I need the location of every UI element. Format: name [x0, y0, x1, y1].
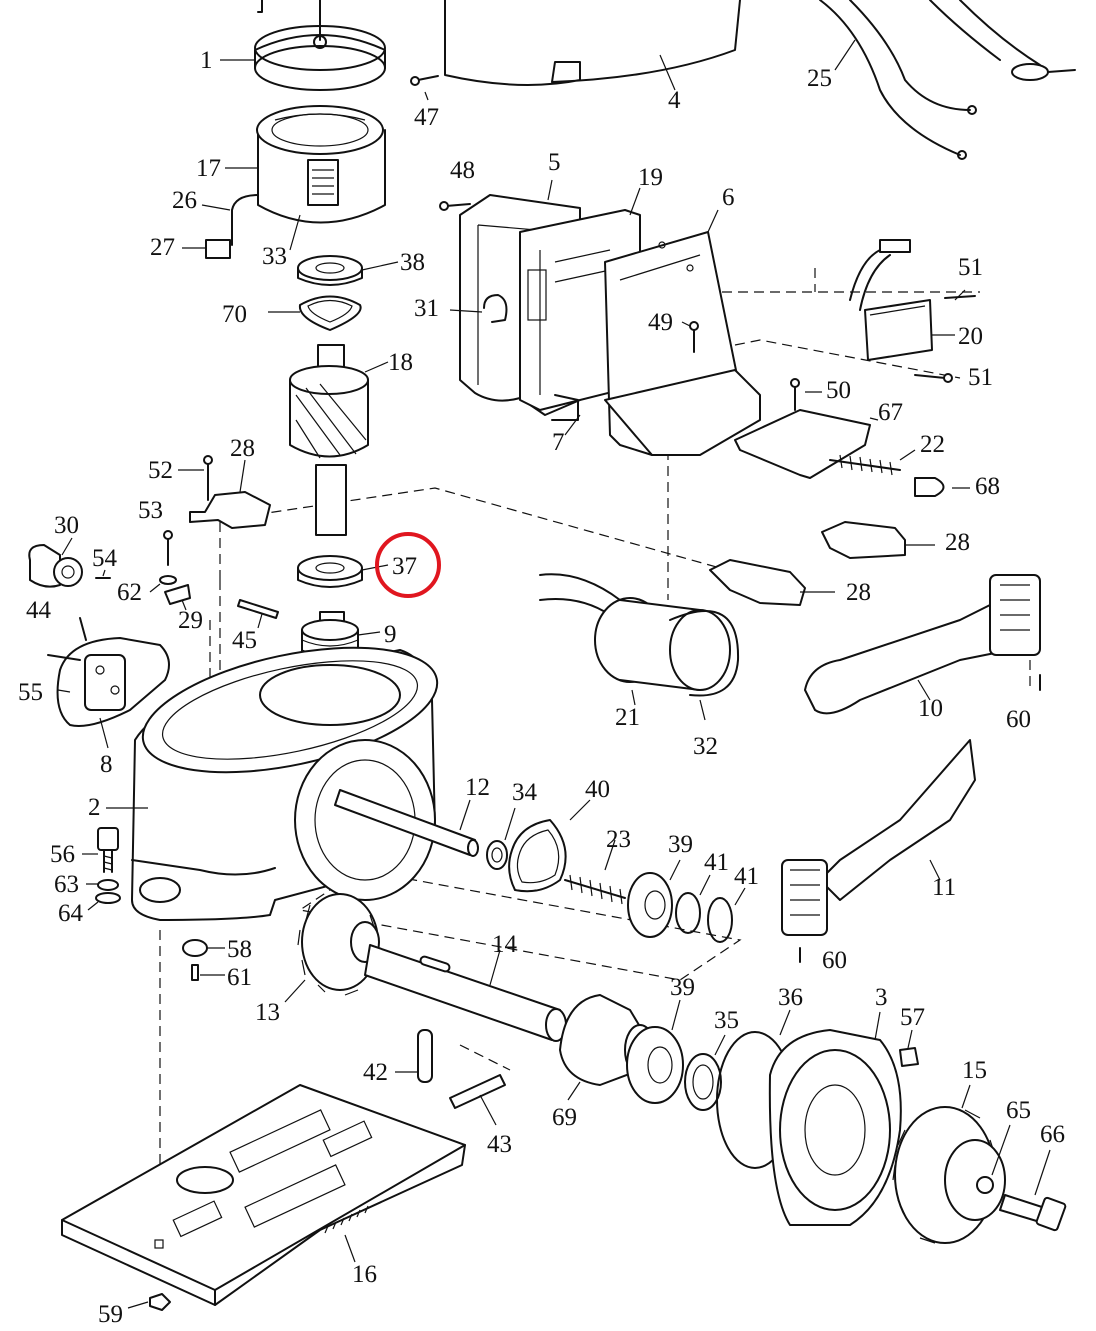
label-67: 67 — [878, 399, 903, 426]
capacitor-and-switches — [539, 521, 935, 721]
base-plate-part-16 — [61, 1084, 466, 1311]
label-25: 25 — [807, 65, 832, 92]
label-14: 14 — [492, 931, 518, 958]
label-65: 65 — [1006, 1097, 1031, 1124]
motor-stack — [182, 0, 399, 675]
cover-part-4 — [444, 0, 741, 91]
label-34: 34 — [512, 779, 538, 806]
label-28-right-lower: 28 — [846, 579, 871, 606]
label-44: 44 — [26, 597, 52, 624]
label-30: 30 — [54, 512, 79, 539]
cable-chain-10 — [804, 574, 1041, 715]
label-33: 33 — [262, 243, 287, 270]
label-60-lower: 60 — [822, 947, 847, 974]
label-11: 11 — [932, 874, 956, 901]
label-63: 63 — [54, 871, 79, 898]
label-13: 13 — [255, 999, 280, 1026]
label-47: 47 — [414, 104, 439, 131]
label-2: 2 — [88, 794, 101, 821]
label-42: 42 — [363, 1059, 388, 1086]
label-21: 21 — [615, 704, 640, 731]
label-5: 5 — [548, 149, 561, 176]
label-23: 23 — [606, 826, 631, 853]
label-60-upper: 60 — [1006, 706, 1031, 733]
label-50: 50 — [826, 377, 851, 404]
label-28-right-upper: 28 — [945, 529, 970, 556]
label-43: 43 — [487, 1131, 512, 1158]
label-39-upper: 39 — [668, 831, 693, 858]
label-57: 57 — [900, 1004, 925, 1031]
label-40: 40 — [585, 776, 610, 803]
label-8: 8 — [100, 751, 113, 778]
label-48: 48 — [450, 157, 475, 184]
label-36: 36 — [778, 984, 803, 1011]
label-39-lower: 39 — [670, 974, 695, 1001]
label-45: 45 — [232, 627, 257, 654]
label-52: 52 — [148, 457, 173, 484]
label-22: 22 — [920, 431, 945, 458]
label-37: 37 — [392, 553, 417, 580]
cable-chain-11 — [781, 739, 976, 963]
label-53: 53 — [138, 497, 163, 524]
label-56: 56 — [50, 841, 75, 868]
label-7: 7 — [552, 429, 565, 456]
label-18: 18 — [388, 349, 413, 376]
label-35: 35 — [714, 1007, 739, 1034]
label-49: 49 — [648, 309, 673, 336]
label-58: 58 — [227, 936, 252, 963]
output-drivetrain — [284, 789, 1067, 1244]
label-3: 3 — [875, 984, 888, 1011]
label-6: 6 — [722, 184, 735, 211]
part-number-labels: 1 2 3 4 5 6 7 8 9 10 11 12 13 14 15 16 1… — [18, 47, 1065, 1328]
label-4: 4 — [668, 87, 681, 114]
label-17: 17 — [196, 155, 221, 182]
label-12: 12 — [465, 774, 490, 801]
label-62: 62 — [117, 579, 142, 606]
label-68: 68 — [975, 473, 1000, 500]
label-41-right: 41 — [734, 863, 759, 890]
label-9: 9 — [384, 621, 397, 648]
control-board-group — [410, 75, 976, 497]
label-70: 70 — [222, 301, 247, 328]
label-51-upper: 51 — [958, 254, 983, 281]
label-64: 64 — [58, 900, 84, 927]
housing-part-2 — [106, 646, 439, 921]
highlight-circle — [375, 532, 441, 598]
label-69: 69 — [552, 1104, 577, 1131]
label-10: 10 — [918, 695, 943, 722]
label-16: 16 — [352, 1261, 377, 1288]
label-15: 15 — [962, 1057, 987, 1084]
label-29: 29 — [178, 607, 203, 634]
label-41-left: 41 — [704, 849, 729, 876]
label-19: 19 — [638, 164, 663, 191]
left-small-parts — [28, 455, 279, 981]
label-59: 59 — [98, 1301, 123, 1328]
label-66: 66 — [1040, 1121, 1065, 1148]
wires-part-25 — [819, 0, 1076, 160]
label-38: 38 — [400, 249, 425, 276]
label-54: 54 — [92, 545, 118, 572]
label-32: 32 — [693, 733, 718, 760]
label-26: 26 — [172, 187, 197, 214]
label-61: 61 — [227, 964, 252, 991]
label-20: 20 — [958, 323, 983, 350]
label-55: 55 — [18, 679, 43, 706]
label-51-lower: 51 — [968, 364, 993, 391]
label-28-left: 28 — [230, 435, 255, 462]
label-1: 1 — [200, 47, 213, 74]
label-31: 31 — [414, 295, 439, 322]
label-27: 27 — [150, 234, 175, 261]
